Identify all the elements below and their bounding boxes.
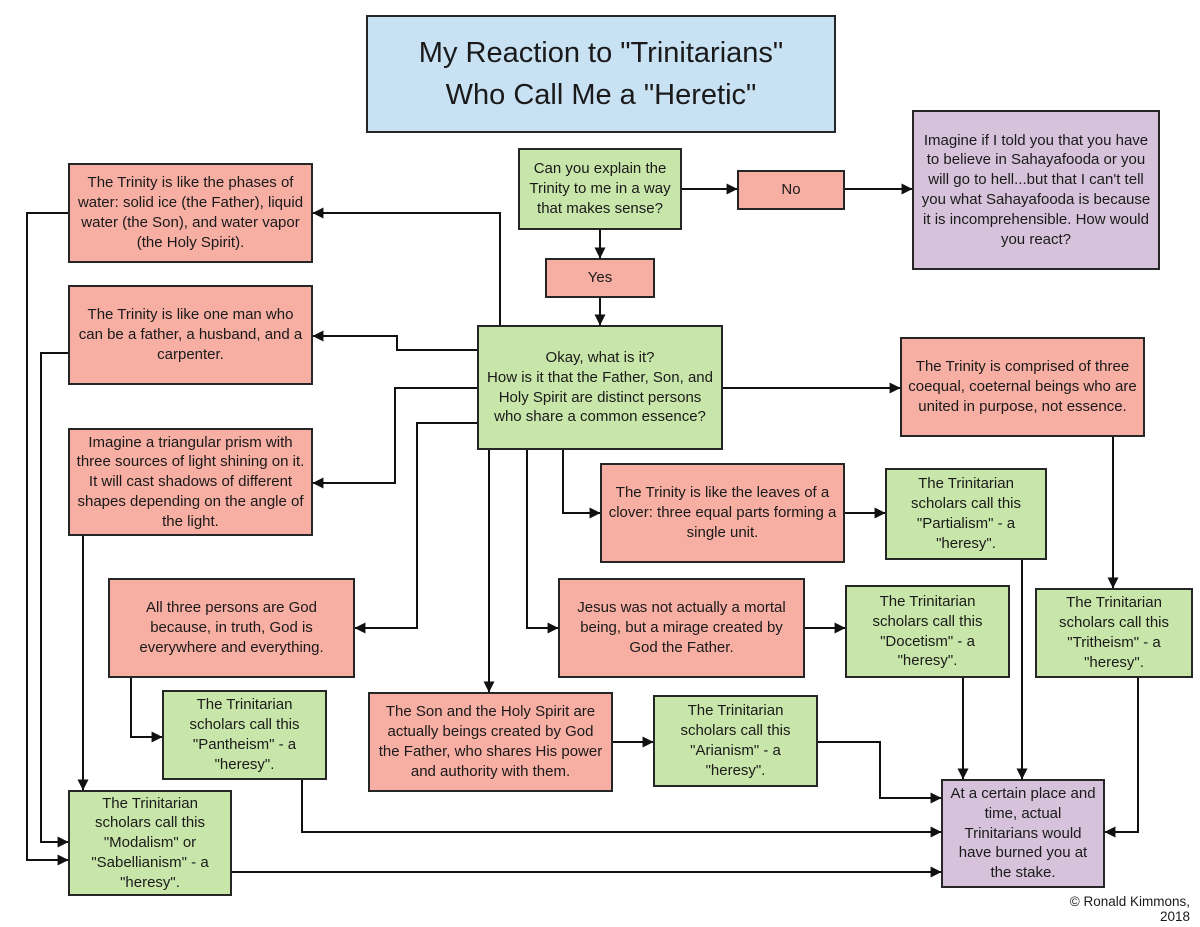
node-jesus-mirage: Jesus was not actually a mortal being, b… <box>558 578 805 678</box>
node-coequal-coeternal: The Trinity is comprised of three coequa… <box>900 337 1145 437</box>
node-clover: The Trinity is like the leaves of a clov… <box>600 463 845 563</box>
node-arianism: The Trinitarian scholars call this "Aria… <box>653 695 818 787</box>
node-tritheism-text: The Trinitarian scholars call this "Trit… <box>1058 594 1170 671</box>
node-partialism-text: The Trinitarian scholars call this "Part… <box>910 475 1022 552</box>
node-jesus-mirage-text: Jesus was not actually a mortal being, b… <box>577 599 786 656</box>
title-box: My Reaction to "Trinitarians" Who Call M… <box>366 15 836 133</box>
node-phases-of-water: The Trinity is like the phases of water:… <box>68 163 313 263</box>
node-phases-of-water-text: The Trinity is like the phases of water:… <box>77 174 304 251</box>
edge-q_what-to-jesus <box>526 450 559 634</box>
node-tritheism: The Trinitarian scholars call this "Trit… <box>1035 588 1193 678</box>
node-modalism: The Trinitarian scholars call this "Moda… <box>68 790 232 896</box>
node-all-three-persons: All three persons are God because, in tr… <box>108 578 355 678</box>
node-clover-text: The Trinity is like the leaves of a clov… <box>608 484 837 541</box>
title-text: My Reaction to "Trinitarians" Who Call M… <box>418 36 784 111</box>
node-okay-what-is-it-text: Okay, what is it? How is it that the Fat… <box>487 348 713 426</box>
node-sahayafooda: Imagine if I told you that you have to b… <box>912 110 1160 270</box>
node-coequal-coeternal-text: The Trinity is comprised of three coequa… <box>908 358 1137 415</box>
edge-tritheism-to-burned <box>1104 678 1139 838</box>
node-partialism: The Trinitarian scholars call this "Part… <box>885 468 1047 560</box>
edge-water-to-modalism <box>26 212 69 866</box>
edge-q_what-to-oneman <box>312 330 477 351</box>
edge-allthree-to-pantheism <box>130 678 163 743</box>
node-pantheism: The Trinitarian scholars call this "Pant… <box>162 690 327 780</box>
node-no-text: No <box>781 181 801 199</box>
node-sahayafooda-text: Imagine if I told you that you have to b… <box>921 131 1151 248</box>
edge-q_what-to-water <box>312 207 501 325</box>
node-triangular-prism: Imagine a triangular prism with three so… <box>68 428 313 536</box>
node-can-you-explain-text: Can you explain the Trinity to me in a w… <box>529 160 671 217</box>
edge-q_what-to-allthree <box>354 422 477 634</box>
node-burned-at-stake: At a certain place and time, actual Trin… <box>941 779 1105 888</box>
copyright-text: © Ronald Kimmons, 2018 <box>1069 894 1190 924</box>
node-can-you-explain: Can you explain the Trinity to me in a w… <box>518 148 682 230</box>
node-pantheism-text: The Trinitarian scholars call this "Pant… <box>189 696 300 773</box>
node-burned-at-stake-text: At a certain place and time, actual Trin… <box>950 785 1096 882</box>
edge-q_what-to-clover <box>562 450 601 519</box>
node-son-and-holy-spirit-text: The Son and the Holy Spirit are actually… <box>378 703 603 780</box>
node-yes: Yes <box>545 258 655 298</box>
node-okay-what-is-it: Okay, what is it? How is it that the Fat… <box>477 325 723 450</box>
node-son-and-holy-spirit: The Son and the Holy Spirit are actually… <box>368 692 613 792</box>
node-one-man-text: The Trinity is like one man who can be a… <box>78 306 303 363</box>
node-triangular-prism-text: Imagine a triangular prism with three so… <box>76 433 305 530</box>
node-yes-text: Yes <box>587 269 613 287</box>
node-docetism-text: The Trinitarian scholars call this "Doce… <box>872 592 983 670</box>
node-one-man: The Trinity is like one man who can be a… <box>68 285 313 385</box>
edge-q_what-to-prism <box>312 387 477 489</box>
node-docetism: The Trinitarian scholars call this "Doce… <box>845 585 1010 678</box>
node-arianism-text: The Trinitarian scholars call this "Aria… <box>680 702 791 779</box>
node-all-three-persons-text: All three persons are God because, in tr… <box>139 599 324 656</box>
edge-arianism-to-burned <box>818 741 942 804</box>
node-modalism-text: The Trinitarian scholars call this "Moda… <box>91 794 209 891</box>
edge-oneman-to-modalism <box>40 352 69 848</box>
edge-pantheism-to-burned <box>301 780 942 838</box>
node-no: No <box>737 170 845 210</box>
